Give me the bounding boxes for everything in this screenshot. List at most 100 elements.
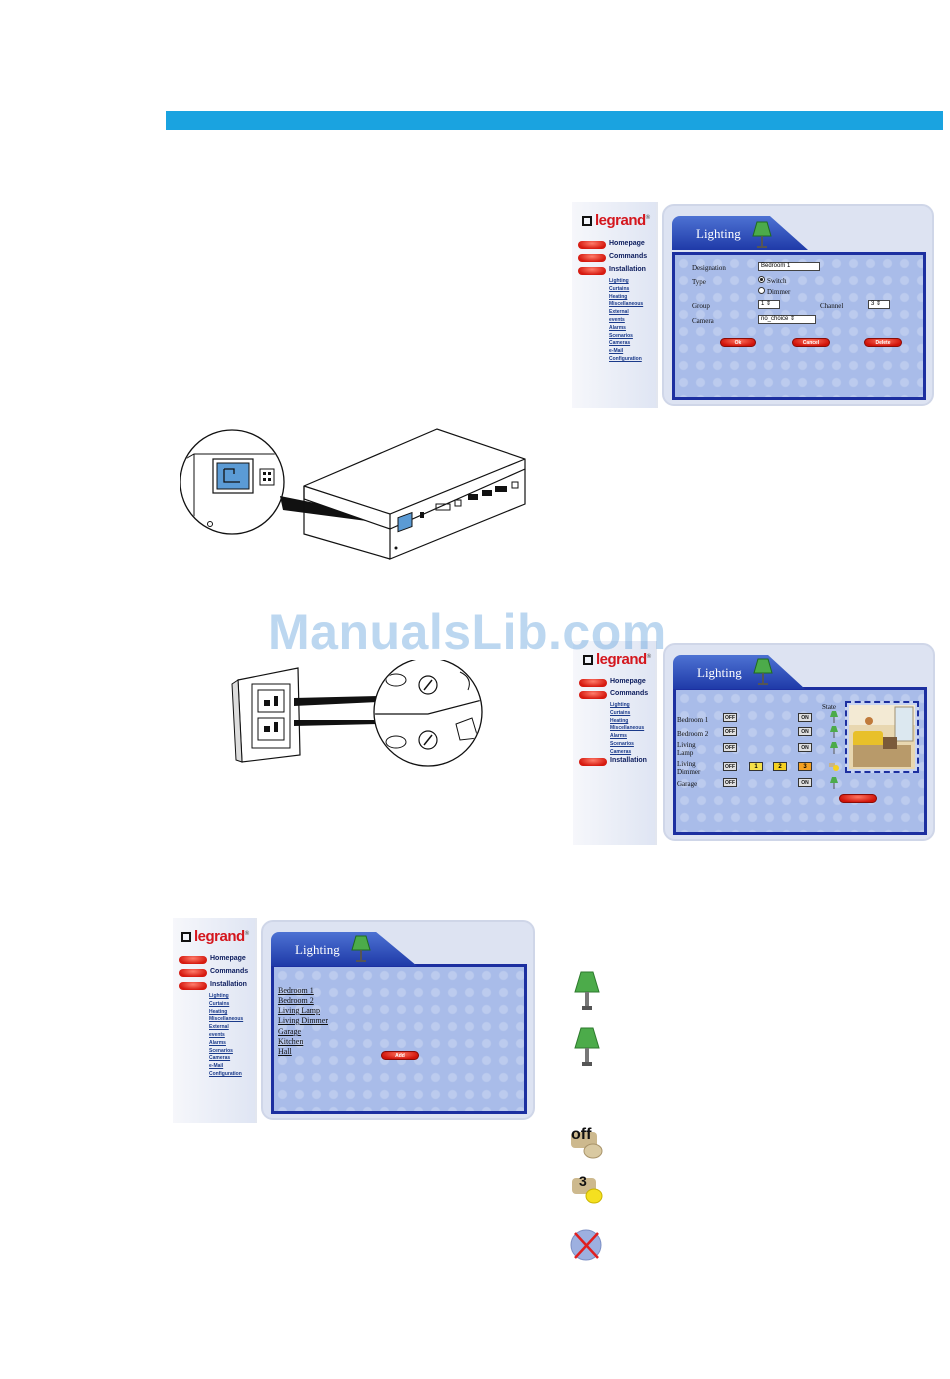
sublink-email[interactable]: e-Mail <box>209 1063 224 1070</box>
sublink-lighting[interactable]: Lighting <box>209 993 229 999</box>
legrand-logo: legrand® <box>583 651 651 668</box>
on-button[interactable]: ON <box>798 727 812 736</box>
channel-select[interactable]: 3 ⇕ <box>868 300 890 309</box>
installation-submenu: Lighting Curtains Heating Miscellaneous … <box>209 993 243 1079</box>
lamp-icon <box>752 221 772 248</box>
lighting-commands-screenshot: legrand® Homepage Commands Lighting Curt… <box>573 641 937 845</box>
sublink-external[interactable]: External <box>209 1024 229 1031</box>
sublink-heating[interactable]: Heating <box>209 1008 228 1015</box>
state-lamp-on-icon <box>830 711 838 723</box>
off-button[interactable]: OFF <box>723 743 737 752</box>
channel-label: Channel <box>820 302 844 310</box>
lamp-icon <box>753 658 773 685</box>
sublink-external[interactable]: External <box>609 309 629 316</box>
dimmer-off-label: off <box>571 1126 592 1143</box>
nav-sidebar: legrand® Homepage Commands Installation … <box>572 202 658 408</box>
list-item-link[interactable]: Hall <box>278 1047 292 1056</box>
sublink-curtains[interactable]: Curtains <box>609 285 630 292</box>
type-label: Type <box>692 278 706 286</box>
list-item-link[interactable]: Kitchen <box>278 1037 304 1046</box>
sublink-curtains[interactable]: Curtains <box>209 1000 230 1007</box>
off-button[interactable]: OFF <box>723 713 737 722</box>
state-lamp-on-icon <box>830 742 838 754</box>
nav-sidebar: legrand® Homepage Commands Lighting Curt… <box>573 641 657 845</box>
state-column-label: State <box>822 703 836 711</box>
on-button[interactable]: ON <box>798 743 812 752</box>
sublink-miscellaneous[interactable]: Miscellaneous <box>609 301 644 308</box>
dimmer-level-1-button[interactable]: 1 <box>749 762 763 771</box>
lamp-off-icon <box>574 1027 600 1066</box>
sublink-events[interactable]: events <box>209 1031 225 1038</box>
off-button[interactable]: OFF <box>723 778 737 787</box>
on-button[interactable]: ON <box>798 713 812 722</box>
sublink-alarms[interactable]: Alarms <box>209 1039 226 1046</box>
camera-button[interactable] <box>839 794 877 803</box>
commands-submenu: Lighting Curtains Heating Miscellaneous … <box>610 702 644 757</box>
dimmer-level-label: 3 <box>579 1173 587 1189</box>
sublink-cameras[interactable]: Cameras <box>609 340 631 347</box>
row-label: Bedroom 1 <box>677 716 709 724</box>
state-lamp-on-icon <box>830 726 838 738</box>
add-button[interactable]: Add <box>381 1051 419 1060</box>
list-item-link[interactable]: Bedroom 1 <box>278 986 314 995</box>
off-button[interactable]: OFF <box>723 762 737 771</box>
dimmer-level-3-button[interactable]: 3 <box>798 762 812 771</box>
header-bar <box>166 111 943 130</box>
legrand-logo: legrand® <box>582 212 650 229</box>
camera-select[interactable]: no_choice ⇕ <box>758 315 816 324</box>
sublink-heating[interactable]: Heating <box>609 293 628 300</box>
module-dip-switch-illustration <box>231 660 483 767</box>
row-label: Living <box>677 760 696 768</box>
row-label: Garage <box>677 780 698 788</box>
sublink-cameras[interactable]: Cameras <box>610 748 632 755</box>
type-switch-radio[interactable]: Switch <box>758 276 786 285</box>
list-item-link[interactable]: Bedroom 2 <box>278 996 314 1005</box>
sublink-events[interactable]: events <box>609 316 625 323</box>
state-dimmer-icon <box>829 763 839 771</box>
designation-input[interactable]: Bedroom 1 <box>758 262 820 271</box>
sublink-configuration[interactable]: Configuration <box>209 1070 242 1077</box>
list-item-link[interactable]: Garage <box>278 1027 302 1036</box>
list-item-link[interactable]: Living Lamp <box>278 1006 320 1015</box>
sublink-curtains[interactable]: Curtains <box>610 709 631 716</box>
state-lamp-on-icon <box>830 777 838 789</box>
group-select[interactable]: 1 ⇕ <box>758 300 780 309</box>
type-dimmer-radio[interactable]: Dimmer <box>758 287 790 296</box>
dimmer-off-icon: off <box>569 1124 605 1160</box>
on-button[interactable]: ON <box>798 778 812 787</box>
gateway-device-illustration <box>180 428 526 560</box>
row-label-line2: Lamp <box>677 749 694 757</box>
sublink-alarms[interactable]: Alarms <box>610 733 627 740</box>
ok-button[interactable]: Ok <box>720 338 756 347</box>
sublink-cameras[interactable]: Cameras <box>209 1055 231 1062</box>
sublink-miscellaneous[interactable]: Miscellaneous <box>209 1016 244 1023</box>
delete-button[interactable]: Delete <box>864 338 902 347</box>
sublink-scenarios[interactable]: Scenarios <box>209 1047 233 1054</box>
row-label: Bedroom 2 <box>677 730 709 738</box>
sublink-miscellaneous[interactable]: Miscellaneous <box>610 725 645 732</box>
lamp-on-icon <box>574 971 600 1010</box>
dimmer-level-2-button[interactable]: 2 <box>773 762 787 771</box>
sublink-configuration[interactable]: Configuration <box>609 355 642 362</box>
content-area <box>271 964 527 1114</box>
sublink-email[interactable]: e-Mail <box>609 348 624 355</box>
list-item-link[interactable]: Living Dimmer <box>278 1016 328 1025</box>
dimmer-level-icon: 3 <box>570 1172 606 1206</box>
legrand-logo: legrand® <box>181 928 249 945</box>
cancel-button[interactable]: Cancel <box>792 338 830 347</box>
lighting-edit-screenshot: legrand® Homepage Commands Installation … <box>572 202 936 408</box>
camera-label: Camera <box>692 317 714 325</box>
sublink-alarms[interactable]: Alarms <box>609 324 626 331</box>
off-button[interactable]: OFF <box>723 727 737 736</box>
group-label: Group <box>692 302 710 310</box>
installation-submenu: Lighting Curtains Heating Miscellaneous … <box>609 278 643 364</box>
sublink-lighting[interactable]: Lighting <box>610 702 630 708</box>
camera-view-image <box>845 701 919 773</box>
no-camera-icon <box>570 1229 602 1261</box>
lamp-icon <box>351 935 371 962</box>
sublink-lighting[interactable]: Lighting <box>609 278 629 284</box>
content-area <box>672 252 926 400</box>
sublink-heating[interactable]: Heating <box>610 717 629 724</box>
sublink-scenarios[interactable]: Scenarios <box>609 332 633 339</box>
sublink-scenarios[interactable]: Scenarios <box>610 740 634 747</box>
